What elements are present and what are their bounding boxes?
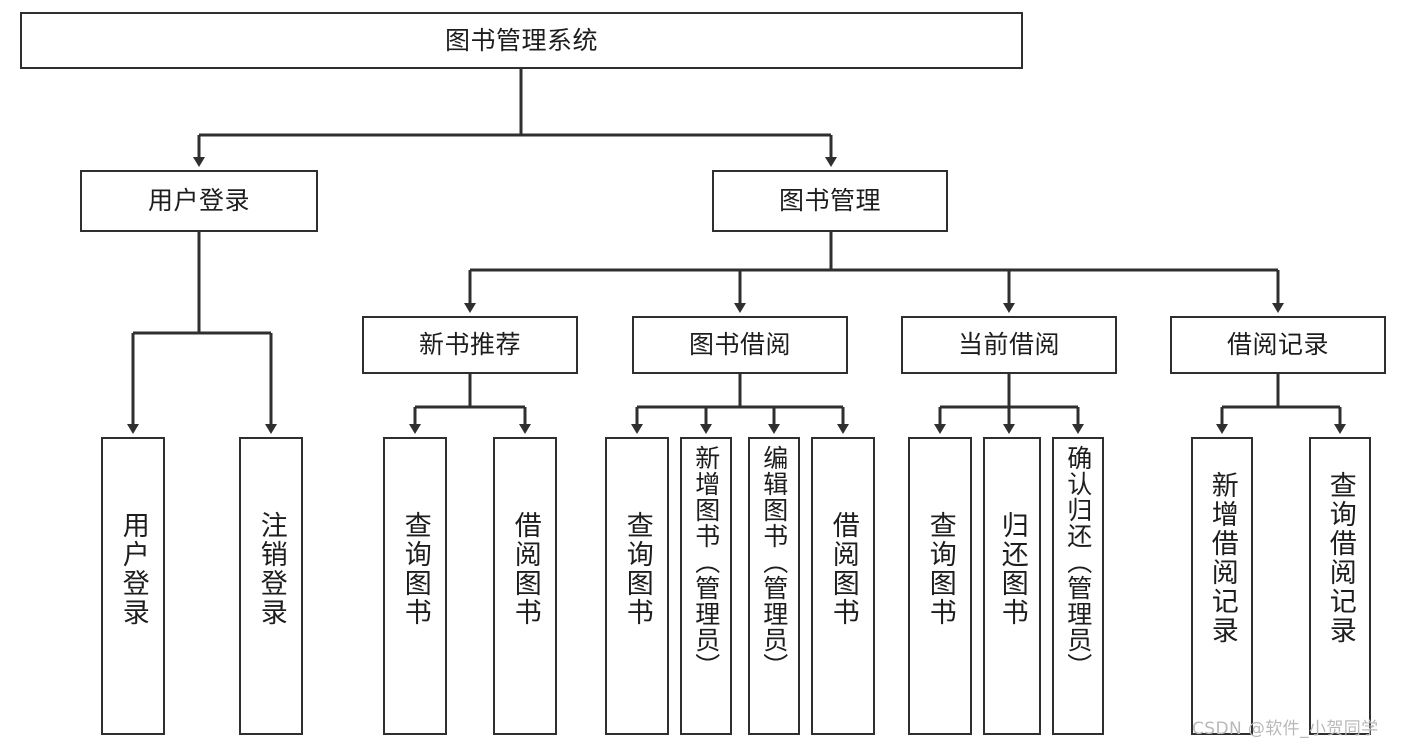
node-user-login-label: 用户登录 [147, 186, 250, 216]
csdn-watermark: CSDN @软件_小贺同学 [1192, 719, 1379, 739]
node-new-book-recommend[interactable]: 新书推荐 [362, 316, 578, 374]
leaf-query-book-1[interactable]: 查询图书 [383, 437, 447, 735]
leaf-query-book-3[interactable]: 查询图书 [908, 437, 972, 735]
leaf-query-book-2[interactable]: 查询图书 [605, 437, 669, 735]
leaf-edit-book-label: 编辑图书（管理员） [759, 445, 789, 679]
node-new-book-recommend-label: 新书推荐 [418, 330, 521, 360]
leaf-borrow-book-1-label: 借阅图书 [509, 511, 541, 627]
leaf-user-login-label: 用户登录 [117, 511, 149, 627]
leaf-borrow-book-1[interactable]: 借阅图书 [493, 437, 557, 735]
node-user-login[interactable]: 用户登录 [80, 170, 318, 232]
node-borrow-record-label: 借阅记录 [1226, 330, 1329, 360]
node-book-manage[interactable]: 图书管理 [712, 170, 948, 232]
node-current-borrow[interactable]: 当前借阅 [901, 316, 1117, 374]
node-root[interactable]: 图书管理系统 [20, 12, 1023, 69]
leaf-user-logout-label: 注销登录 [255, 511, 287, 627]
leaf-add-record-label: 新增借阅记录 [1206, 471, 1238, 645]
node-root-label: 图书管理系统 [444, 25, 598, 55]
leaf-add-record[interactable]: 新增借阅记录 [1191, 437, 1253, 735]
leaf-borrow-book-2[interactable]: 借阅图书 [811, 437, 875, 735]
leaf-return-book-label: 归还图书 [996, 511, 1028, 627]
leaf-borrow-book-2-label: 借阅图书 [827, 511, 859, 627]
leaf-query-book-3-label: 查询图书 [924, 511, 956, 627]
leaf-user-login[interactable]: 用户登录 [101, 437, 165, 735]
leaf-edit-book[interactable]: 编辑图书（管理员） [748, 437, 800, 735]
node-book-borrow-label: 图书借阅 [688, 330, 791, 360]
leaf-confirm-return[interactable]: 确认归还（管理员） [1052, 437, 1104, 735]
leaf-confirm-return-label: 确认归还（管理员） [1063, 445, 1093, 679]
node-book-manage-label: 图书管理 [778, 186, 881, 216]
leaf-query-record-label: 查询借阅记录 [1324, 471, 1356, 645]
leaf-add-book[interactable]: 新增图书（管理员） [680, 437, 732, 735]
node-book-borrow[interactable]: 图书借阅 [632, 316, 848, 374]
leaf-query-book-1-label: 查询图书 [399, 511, 431, 627]
node-borrow-record[interactable]: 借阅记录 [1170, 316, 1386, 374]
leaf-query-book-2-label: 查询图书 [621, 511, 653, 627]
leaf-user-logout[interactable]: 注销登录 [239, 437, 303, 735]
node-current-borrow-label: 当前借阅 [957, 330, 1060, 360]
leaf-add-book-label: 新增图书（管理员） [691, 445, 721, 679]
leaf-query-record[interactable]: 查询借阅记录 [1309, 437, 1371, 735]
leaf-return-book[interactable]: 归还图书 [983, 437, 1041, 735]
